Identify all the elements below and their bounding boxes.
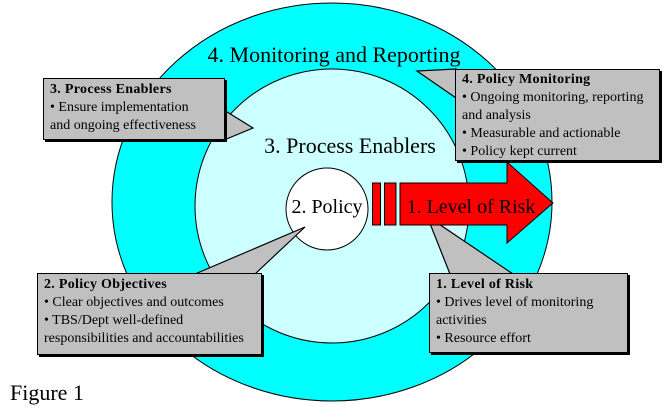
policy-circle-label: 2. Policy bbox=[291, 196, 363, 218]
callout-bullet: • Ensure implementation and ongoing effe… bbox=[50, 100, 196, 133]
callout-title: 1. Level of Risk bbox=[436, 277, 534, 292]
callout-bullet: • Clear objectives and outcomes bbox=[44, 295, 224, 310]
callout-bullet: • Drives level of monitoring activities bbox=[436, 295, 594, 328]
callout-title: 3. Process Enablers bbox=[50, 82, 172, 97]
callout-bullet: • Policy kept current bbox=[462, 144, 577, 159]
callout-level-of-risk: 1. Level of Risk • Drives level of monit… bbox=[429, 273, 628, 353]
callout-bullet: • TBS/Dept well-defined responsibilities… bbox=[44, 313, 244, 346]
callout-title: 4. Policy Monitoring bbox=[462, 72, 591, 87]
arrow-tail-bar-2 bbox=[384, 182, 397, 226]
callout-bullet: • Resource effort bbox=[436, 331, 531, 346]
callout-policy-objectives: 2. Policy Objectives • Clear objectives … bbox=[37, 273, 262, 355]
callout-bullet: • Measurable and actionable bbox=[462, 126, 621, 141]
figure-caption: Figure 1 bbox=[10, 380, 84, 405]
middle-ring-label: 3. Process Enablers bbox=[264, 133, 436, 158]
callout-policy-monitoring: 4. Policy Monitoring • Ongoing monitorin… bbox=[455, 69, 660, 161]
callout-bullet: • Ongoing monitoring, reporting and anal… bbox=[462, 90, 644, 123]
risk-arrow-label: 1. Level of Risk bbox=[406, 196, 536, 218]
callout-process-enablers: 3. Process Enablers • Ensure implementat… bbox=[43, 78, 225, 140]
arrow-tail-bar-1 bbox=[372, 182, 381, 226]
policy-circle bbox=[285, 167, 369, 251]
outer-ring-label: 4. Monitoring and Reporting bbox=[207, 42, 461, 67]
risk-arrow bbox=[399, 160, 554, 245]
callout-title: 2. Policy Objectives bbox=[44, 277, 168, 292]
